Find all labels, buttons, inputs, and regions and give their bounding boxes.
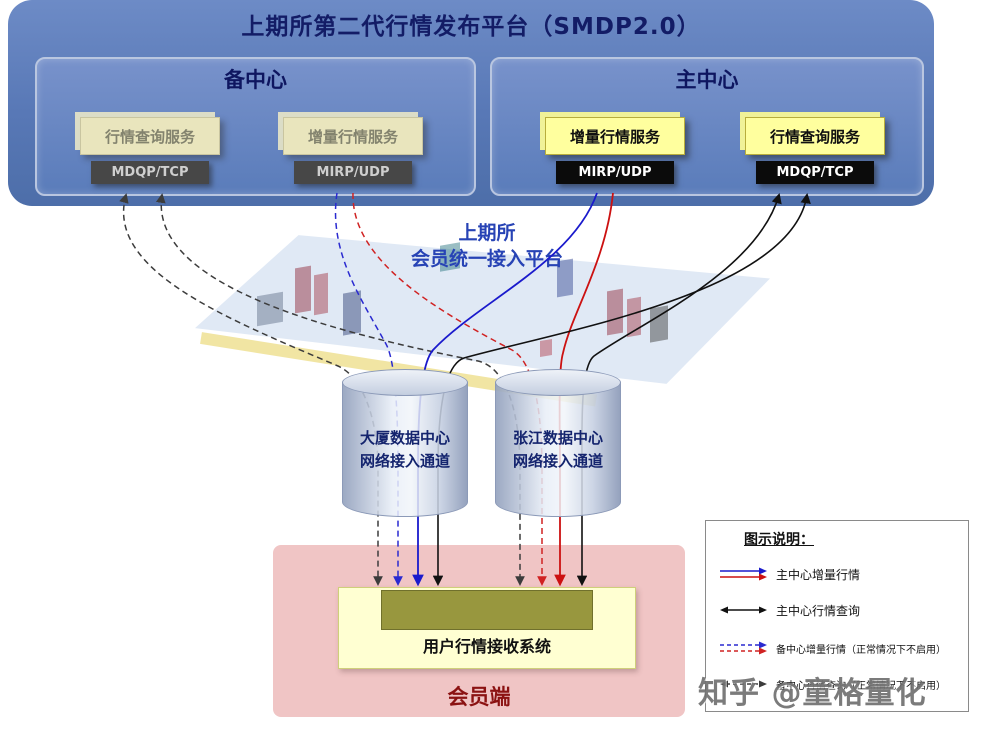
service-name: 增量行情服务 [545, 117, 685, 155]
datacenter-name: 张江数据中心 [512, 429, 603, 447]
datacenter-cylinder-zhangjiang: 张江数据中心 网络接入通道 [495, 369, 621, 517]
protocol-badge: MIRP/UDP [294, 161, 412, 184]
service-backup-query: 行情查询服务 MDQP/TCP [80, 117, 220, 184]
watermark: 知乎 @童格量化 [698, 676, 927, 711]
cylinder-top [342, 369, 468, 396]
legend-row: 备中心行情查询（正常情况下不启用） [718, 673, 964, 695]
page-title: 上期所第二代行情发布平台（SMDP2.0） [241, 14, 701, 40]
service-backup-incremental: 增量行情服务 MIRP/UDP [283, 117, 423, 184]
legend-label: 主中心增量行情 [776, 567, 861, 582]
protocol-badge: MDQP/TCP [91, 161, 209, 184]
access-platform-line2: 会员统一接入平台 [410, 247, 563, 270]
backup-center-label: 备中心 [224, 68, 287, 92]
rack-graphic [295, 265, 311, 314]
access-platform-label: 上期所 会员统一接入平台 [337, 221, 637, 272]
receiver-system-box: 用户行情接收系统 [338, 587, 636, 669]
rack-graphic [627, 296, 641, 338]
datacenter-subtitle: 网络接入通道 [359, 452, 450, 471]
rack-graphic [540, 338, 552, 358]
legend-arrow-main-query-icon [720, 606, 767, 614]
service-main-incremental: 增量行情服务 MIRP/UDP [545, 117, 685, 184]
receiver-system-label: 用户行情接收系统 [422, 637, 551, 656]
rack-graphic [257, 291, 283, 327]
receiver-input-band [381, 590, 593, 630]
service-main-query: 行情查询服务 MDQP/TCP [745, 117, 885, 184]
member-side-label: 会员端 [447, 685, 511, 709]
main-center-label: 主中心 [675, 68, 739, 92]
service-name: 增量行情服务 [283, 117, 423, 155]
legend-row: 主中心行情查询 [718, 599, 964, 621]
legend-label: 备中心增量行情（正常情况下不启用） [776, 644, 946, 656]
rack-graphic [343, 290, 361, 336]
service-name: 行情查询服务 [745, 117, 885, 155]
access-platform-line1: 上期所 [458, 222, 516, 244]
legend-label: 主中心行情查询 [776, 603, 861, 618]
rack-graphic [314, 272, 328, 316]
legend-arrow-main-incremental-icon [720, 567, 767, 581]
datacenter-subtitle: 网络接入通道 [512, 452, 603, 471]
rack-graphic [650, 305, 668, 343]
service-name: 行情查询服务 [80, 117, 220, 155]
protocol-badge: MIRP/UDP [556, 161, 674, 184]
rack-graphic [607, 288, 623, 336]
protocol-badge: MDQP/TCP [756, 161, 874, 184]
legend-row: 备中心增量行情（正常情况下不启用） [718, 637, 964, 659]
datacenter-name: 大厦数据中心 [359, 429, 450, 447]
legend-label: 备中心行情查询（正常情况下不启用） [776, 680, 946, 692]
cylinder-top [495, 369, 621, 396]
legend-row: 主中心增量行情 [718, 563, 964, 585]
legend-title: 图示说明： [744, 532, 814, 548]
datacenter-cylinder-dasha: 大厦数据中心 网络接入通道 [342, 369, 468, 517]
legend-arrow-backup-query-icon [720, 680, 767, 688]
legend-arrow-backup-incremental-icon [720, 641, 767, 655]
